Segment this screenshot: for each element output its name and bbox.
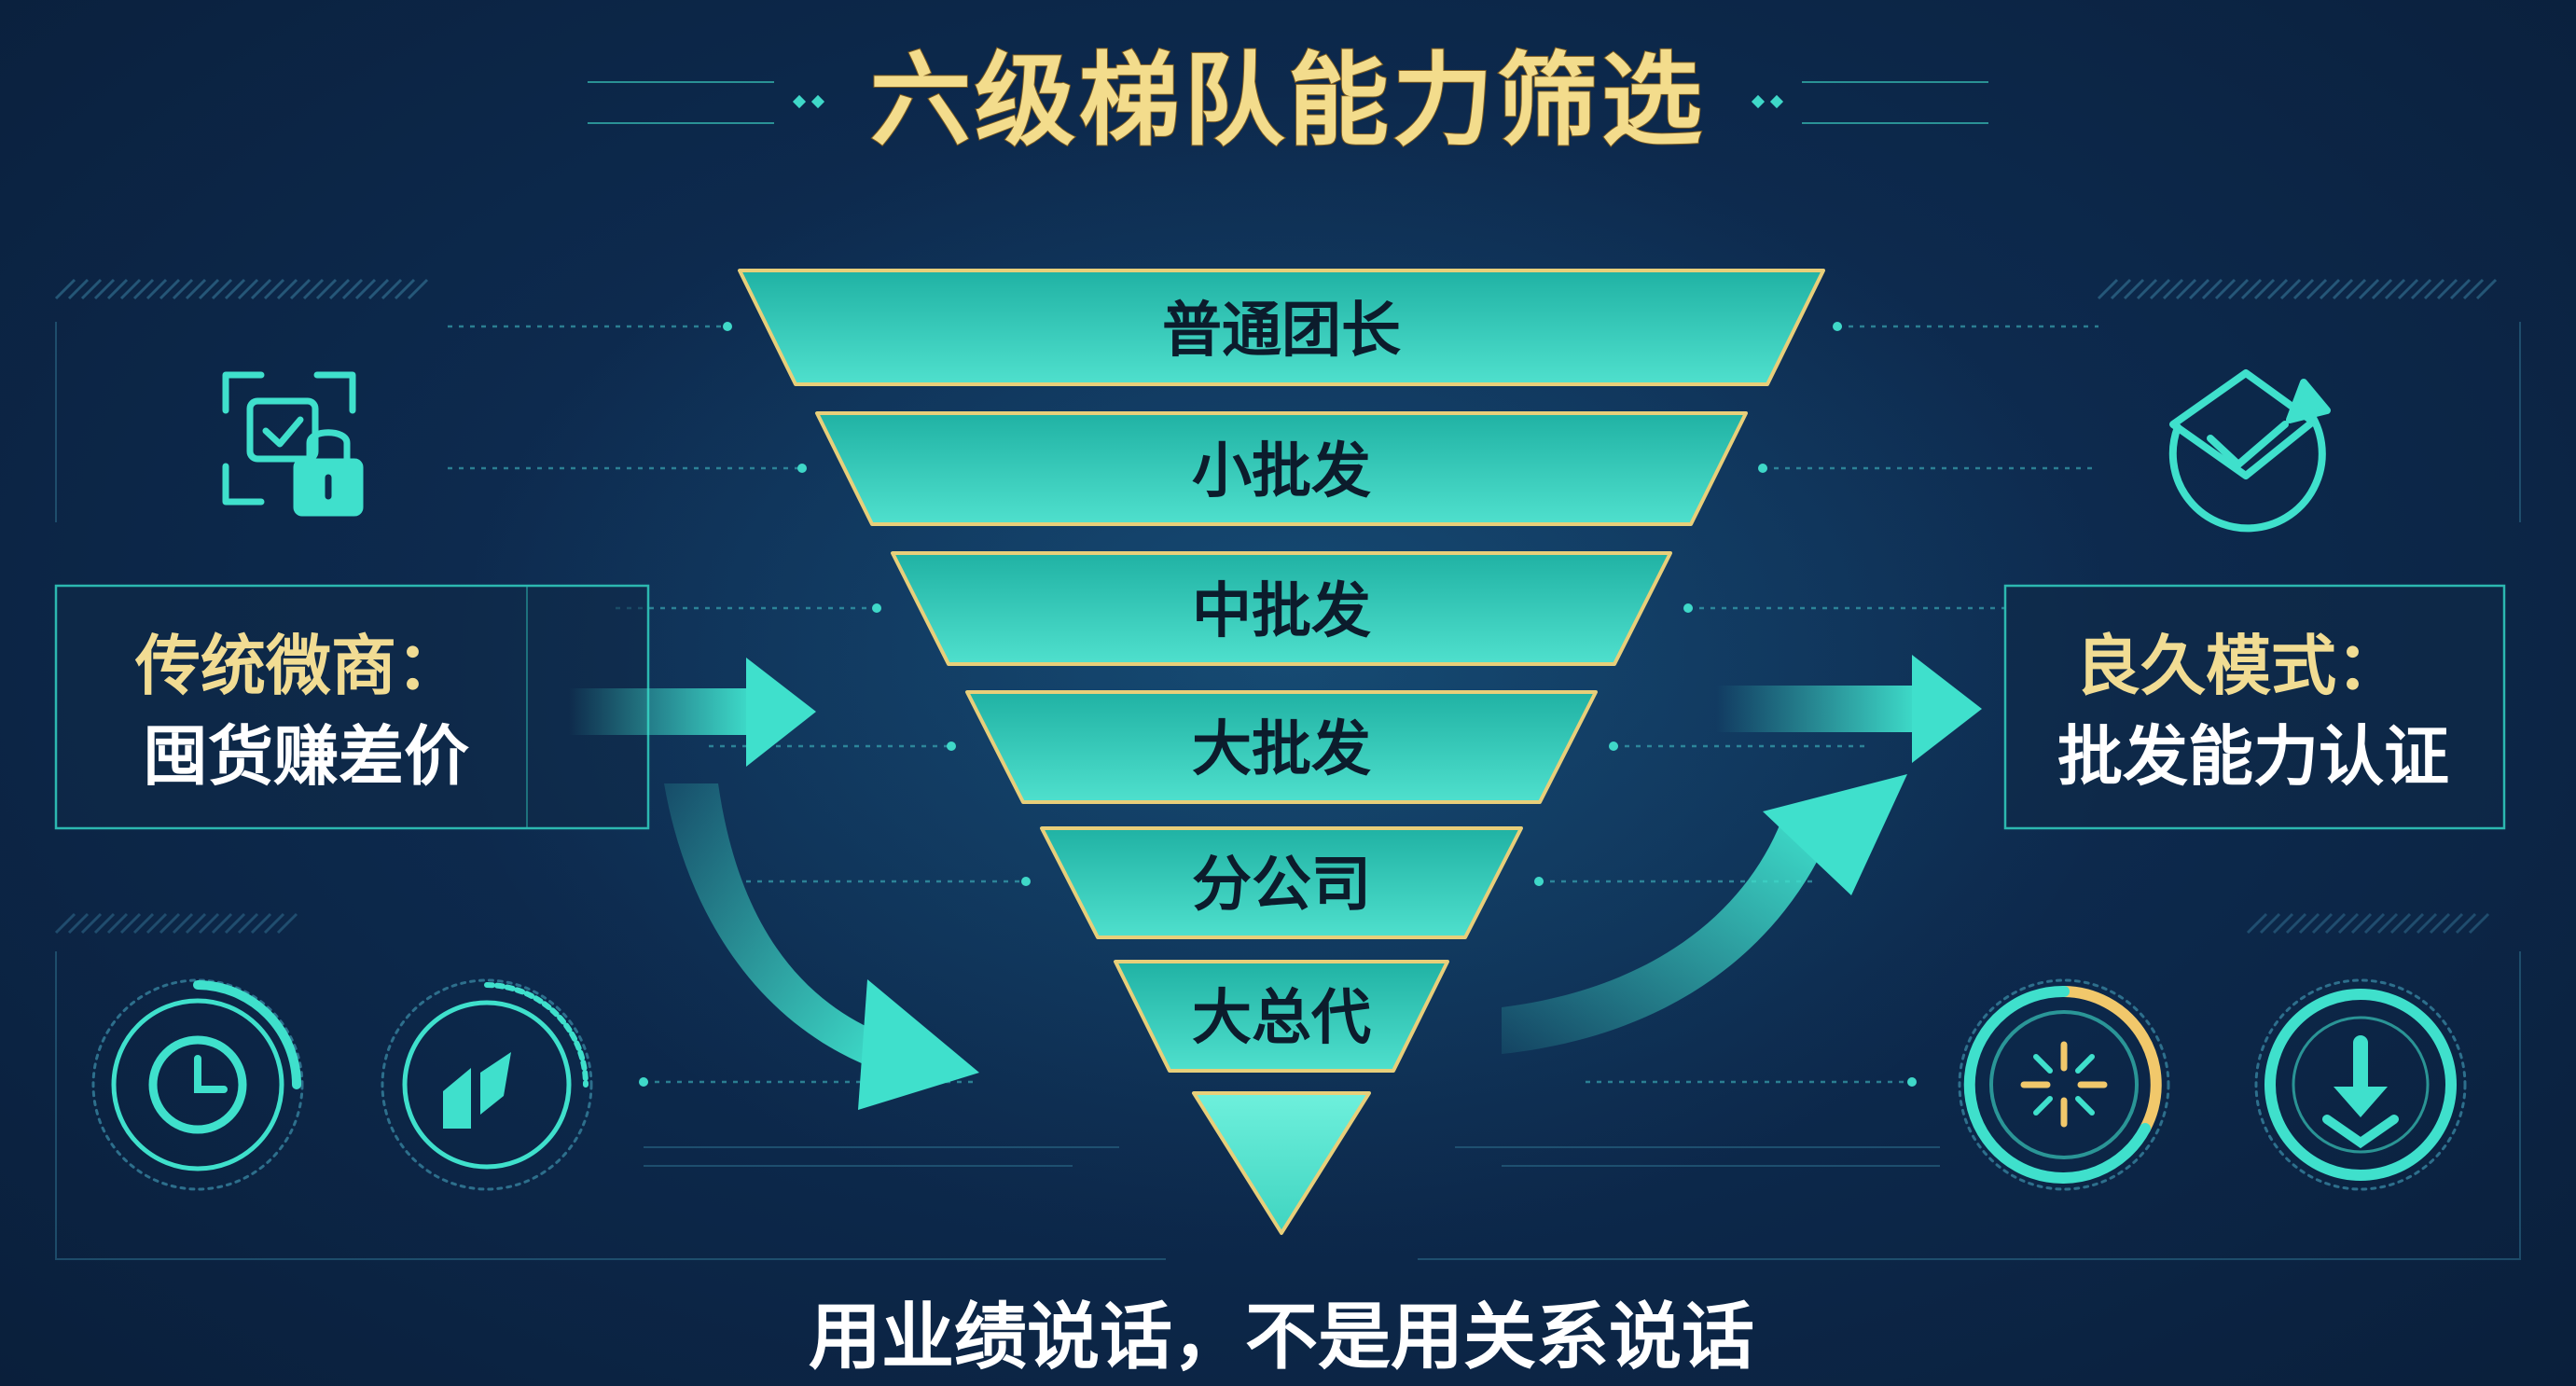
connector-lines — [448, 325, 2098, 1084]
left-box-line1: 传统微商： — [134, 628, 462, 704]
background-glow — [449, 93, 2127, 1250]
left-box-line2: 囤货赚差价 — [143, 718, 469, 795]
clock-gauge-icon — [91, 978, 304, 1191]
funnel-level-2-label: 小批发 — [1192, 437, 1371, 506]
left-arrow — [569, 658, 816, 767]
curved-arrow-right — [1502, 774, 1907, 1054]
funnel-level-5-label: 分公司 — [1192, 851, 1371, 920]
right-arrow — [1716, 655, 1982, 763]
funnel-level-4-label: 大批发 — [1192, 715, 1371, 784]
radiant-gauge-icon — [1958, 978, 2170, 1191]
right-box-line1: 良久模式： — [2075, 628, 2402, 704]
funnel-level-5: 分公司 — [1040, 826, 1523, 939]
title-decoration-right — [1751, 81, 2518, 124]
title-decoration-left — [56, 81, 825, 124]
shield-check-icon — [2168, 369, 2331, 533]
funnel-level-2: 小批发 — [815, 411, 1748, 526]
funnel-tip — [1192, 1091, 1371, 1235]
hatch-band-left-bottom — [54, 912, 298, 935]
hatch-band-left-top — [54, 278, 429, 300]
right-box: 良久模式： 批发能力认证 — [2003, 584, 2506, 830]
funnel-level-3-label: 中批发 — [1192, 577, 1371, 646]
growth-gauge-icon — [381, 978, 593, 1191]
funnel-level-6-label: 大总代 — [1192, 984, 1371, 1053]
funnel-level-4: 大批发 — [965, 690, 1598, 804]
certificate-lock-icon — [222, 371, 364, 517]
frame-lines — [55, 322, 2521, 1260]
curved-arrow-left — [664, 783, 979, 1110]
right-box-line2: 批发能力认证 — [2057, 718, 2449, 795]
bottom-slogan: 用业绩说话，不是用关系说话 — [809, 1296, 1754, 1379]
funnel: 普通团长 小批发 中批发 大批发 分公司 大总代 — [738, 269, 1825, 1235]
hatch-band-right-top — [2097, 278, 2498, 300]
funnel-level-6: 大总代 — [1114, 960, 1449, 1073]
download-gauge-icon — [2254, 978, 2467, 1191]
connector-dots — [639, 322, 1917, 1087]
funnel-level-3: 中批发 — [891, 551, 1672, 666]
page-title: 六级梯队能力筛选 — [870, 43, 1706, 159]
funnel-level-1-label: 普通团长 — [1162, 297, 1401, 366]
left-box: 传统微商： 囤货赚差价 — [54, 584, 650, 830]
funnel-level-1: 普通团长 — [738, 269, 1825, 386]
hatch-band-right-bottom — [2246, 912, 2490, 935]
